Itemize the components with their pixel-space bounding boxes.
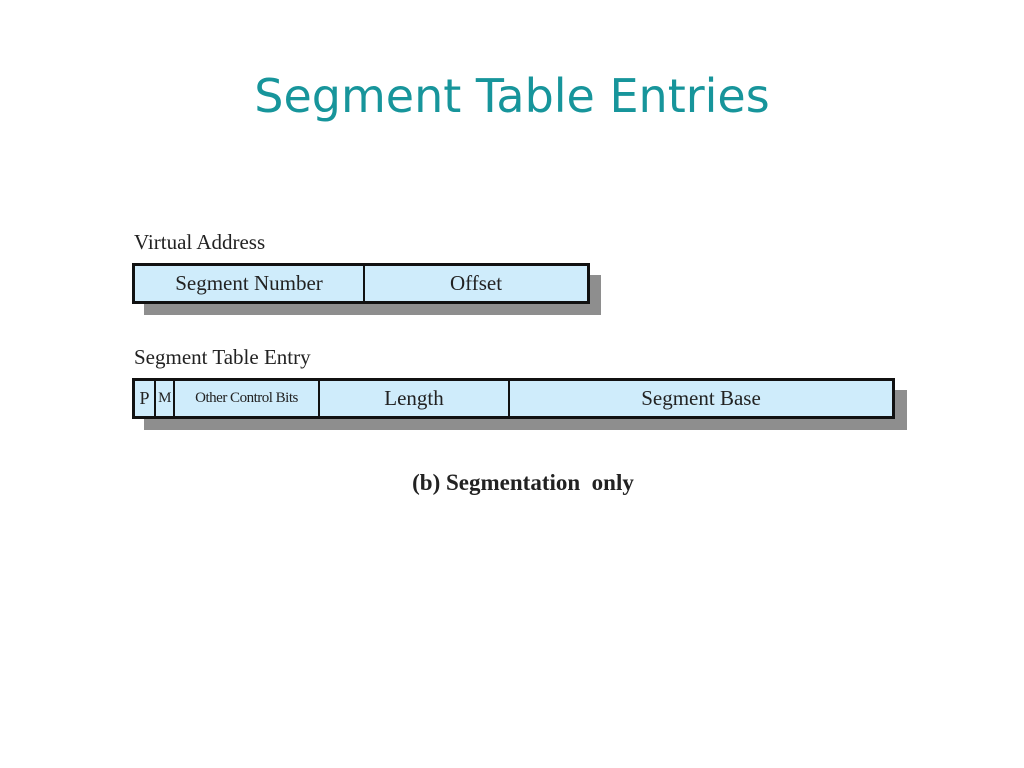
field-segment-number: Segment Number: [135, 266, 365, 301]
figure-caption: (b) Segmentation only: [412, 470, 634, 495]
virtual-address-box: Segment Number Offset: [132, 263, 590, 304]
slide-title: Segment Table Entries: [254, 69, 770, 123]
field-other-control-bits: Other Control Bits: [175, 381, 320, 416]
field-offset: Offset: [449, 271, 503, 295]
segment-table-entry-label: Segment Table Entry: [134, 345, 311, 369]
field-m-bit: M: [156, 381, 175, 416]
segment-table-entry-box: P M Other Control Bits Length Segment Ba…: [132, 378, 895, 419]
virtual-address-record: Segment Number Offset: [132, 263, 601, 315]
virtual-address-label: Virtual Address: [134, 230, 266, 254]
segment-table-entry-record: P M Other Control Bits Length Segment Ba…: [132, 378, 907, 430]
field-p-bit: P: [135, 381, 156, 416]
field-length: Length: [320, 381, 510, 416]
field-segment-base: Segment Base: [641, 386, 761, 410]
